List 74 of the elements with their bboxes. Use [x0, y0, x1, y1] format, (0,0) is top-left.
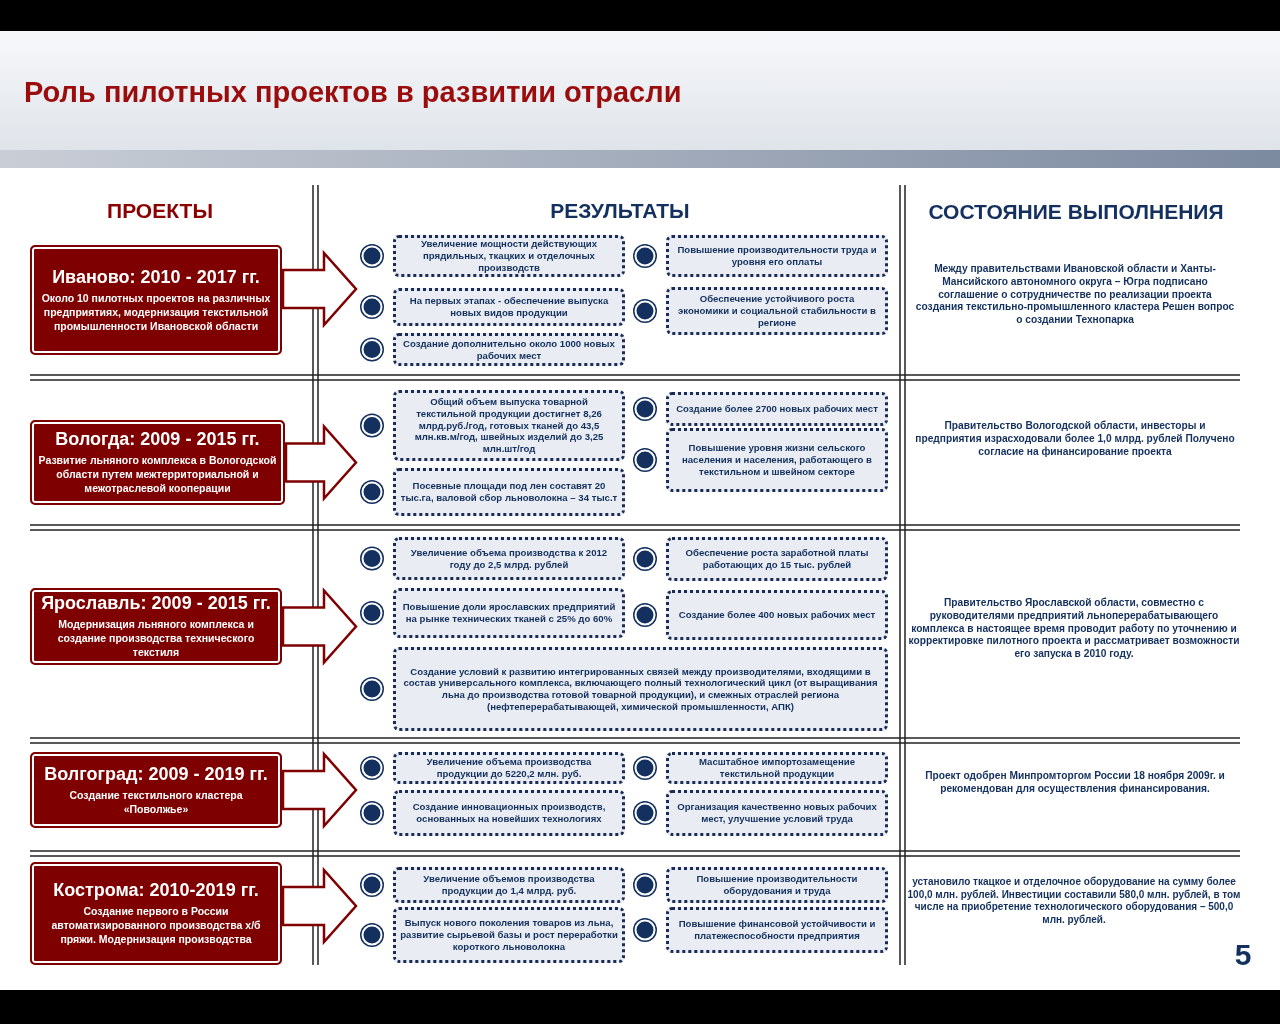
project-box — [30, 862, 282, 965]
result-box — [666, 752, 888, 784]
result-text: Создание условий к развитию интегрированных связей между производителями, входящими в состав универсального комплекса, включающего полный технологический цикл (от выращивания льна до производства готовой товарной продукции), и смежных отраслей региона (нефтеперерабатывающей, химической промышленности, АПК) — [402, 665, 879, 713]
column-heading: РЕЗУЛЬТАТЫ — [549, 198, 691, 224]
result-box — [666, 590, 888, 640]
project-description: Создание первого в России автоматизированного производства х/б пряжи. Модернизация производства — [50, 904, 262, 947]
result-text: Посевные площади под лен составят 20 тыс.га, валовой сбор льноволокна – 34 тыс.т — [400, 480, 618, 504]
result-text: Создание более 2700 новых рабочих мест — [676, 403, 878, 415]
result-text: Повышение уровня жизни сельского населения и населения, работающего в текстильном и швейном секторе — [680, 442, 873, 478]
result-text: Создание инновационных производств, основанных на новейших технологиях — [411, 801, 607, 825]
result-box — [666, 287, 888, 335]
result-box — [666, 790, 888, 836]
result-box — [393, 333, 625, 366]
project-description: Создание текстильного кластера «Поволжье» — [68, 787, 244, 816]
result-text: Увеличение объема производства продукции до 5220,2 млн. руб. — [425, 756, 593, 780]
status-text: Проект одобрен Минпромторгом России 18 ноября 2009г. и рекомендован для осуществления финансирования. — [924, 770, 1226, 796]
result-box — [666, 867, 888, 903]
result-box — [393, 390, 625, 461]
result-text: Увеличение мощности действующих прядильных, ткацких и отделочных производств — [419, 238, 599, 274]
block-arrow — [281, 587, 358, 666]
result-box — [393, 647, 888, 731]
result-box — [666, 907, 888, 953]
column-heading: ПРОЕКТЫ — [106, 198, 214, 224]
project-heading: Вологда: 2009 - 2015 гг. — [54, 429, 261, 451]
result-text: Повышение доли ярославских предприятий на рынке технических тканей с 25% до 60% — [401, 601, 617, 625]
project-box — [30, 245, 282, 355]
project-box — [30, 752, 282, 828]
result-text: Повышение финансовой устойчивости и платежеспособности предприятия — [677, 918, 877, 942]
project-heading: Волгоград: 2009 - 2019 гг. — [43, 764, 269, 785]
project-box — [30, 588, 282, 665]
result-box — [666, 537, 888, 581]
result-text: На первых этапах - обеспечение выпуска новых видов продукции — [408, 295, 610, 319]
column-heading: СОСТОЯНИЕ ВЫПОЛНЕНИЯ — [927, 199, 1225, 225]
result-box — [666, 428, 888, 492]
project-description: Развитие льняного комплекса в Вологодской области путем межтерриториальной и межотраслевой кооперации — [38, 453, 277, 496]
result-box — [393, 588, 625, 638]
result-text: Повышение производительности труда и уровня его оплаты — [676, 244, 878, 268]
result-text: Организация качественно новых рабочих мест, улучшение условий труда — [676, 801, 878, 825]
project-box — [30, 420, 285, 505]
result-box — [666, 392, 888, 426]
status-text: Правительство Ярославской области, совместно с руководителями предприятий льноперерабатывающего комплекса в настоящее время проводит работу по уточнению и корректировке пилотного проекта и рассматривает возможности его запуска в 2010 году. — [908, 597, 1240, 661]
result-box — [393, 235, 625, 277]
result-box — [666, 235, 888, 277]
result-box — [393, 468, 625, 516]
result-text: Повышение производительности оборудования и труда — [695, 873, 859, 897]
page-number: 5 — [1233, 937, 1253, 973]
result-box — [393, 288, 625, 326]
result-text: Создание дополнительно около 1000 новых рабочих мест — [402, 337, 616, 362]
slide-title: Роль пилотных проектов в развитии отрасли — [24, 76, 682, 109]
block-arrow — [281, 750, 358, 830]
status-text: Между правительствами Ивановской области и Ханты-Мансийского автономного округа – Югра подписано соглашение о сотрудничестве по реализации проекта создания текстильно-промышленного кластера Решен вопрос о создании Технопарка — [915, 263, 1235, 327]
result-text: Увеличение объемов производства продукции до 1,4 млрд. руб. — [422, 873, 596, 897]
status-text: установило ткацкое и отделочное оборудование на сумму более 100,0 млн. рублей. Инвестиции составили 580,0 млн. рублей, в том числе на приобретение технологического оборудования – 500,0 млн. рублей. — [906, 876, 1242, 926]
status-text: Правительство Вологодской области, инвесторы и предприятия израсходовали более 1,0 млрд. рублей Получено согласие на финансирование проекта — [915, 420, 1235, 459]
result-box — [393, 907, 625, 963]
project-description: Модернизация льняного комплекса и создание производства технического текстиля — [56, 617, 256, 660]
result-text: Обеспечение роста заработной платы работающих до 15 тыс. рублей — [684, 547, 870, 571]
result-box — [393, 752, 625, 784]
result-box — [393, 537, 625, 580]
result-text: Общий объем выпуска товарной текстильной продукции достигнет 8,26 млрд.руб./год, готовых тканей до 43,5 млн.кв.м/год, швейных изделий до 3,25 млн.шт/год — [413, 396, 605, 455]
result-text: Выпуск нового поколения товаров из льна, развитие сырьевой базы и рост переработки короткого льноволокна — [400, 917, 618, 953]
result-text: Обеспечение устойчивого роста экономики и социальной стабильности в регионе — [677, 293, 877, 329]
project-heading: Кострома: 2010-2019 гг. — [52, 880, 260, 902]
result-box — [393, 790, 625, 836]
result-box — [393, 867, 625, 903]
block-arrow — [281, 249, 358, 329]
project-heading: Ярославль: 2009 - 2015 гг. — [40, 593, 272, 615]
result-text: Создание более 400 новых рабочих мест — [678, 609, 876, 621]
result-text: Увеличение объема производства к 2012 году до 2,5 млрд. рублей — [409, 546, 609, 571]
result-text: Масштабное импортозамещение текстильной продукции — [698, 756, 856, 780]
project-description: Около 10 пилотных проектов на различных предприятиях, модернизация текстильной промышленности Ивановской области — [40, 290, 272, 334]
block-arrow — [281, 866, 358, 946]
block-arrow — [284, 423, 358, 502]
project-heading: Иваново: 2010 - 2017 гг. — [51, 266, 261, 288]
